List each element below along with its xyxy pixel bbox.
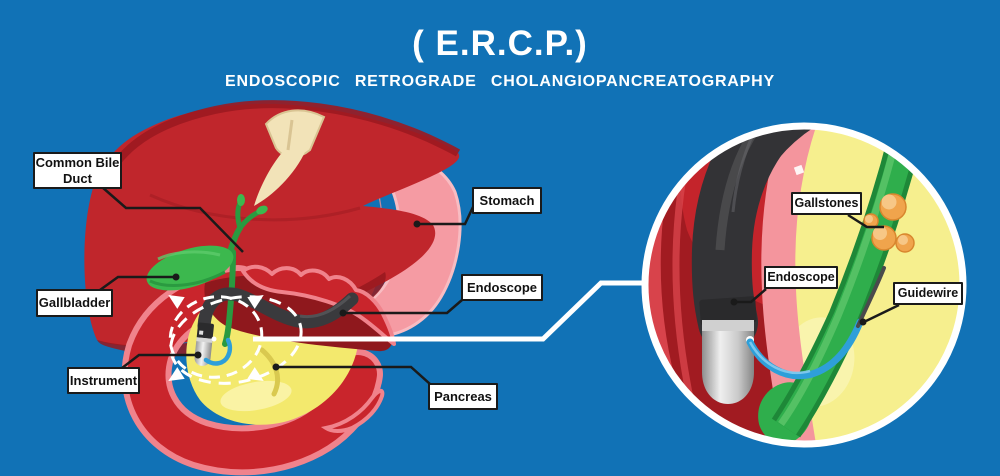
arrow-se-icon — [247, 367, 264, 381]
connector-instrument — [121, 353, 198, 369]
label-guidewire: Guidewire — [893, 282, 963, 305]
page-subtitle: ENDOSCOPIC RETROGRADE CHOLANGIOPANCREATO… — [225, 73, 775, 90]
connector-endoscope-inset — [734, 288, 767, 304]
biliary-system — [146, 194, 268, 347]
connector-dots — [172, 220, 867, 371]
focus-highlight — [168, 295, 303, 385]
connector-guidewire — [865, 303, 900, 323]
falciform-ligament — [254, 109, 326, 206]
duodenum — [121, 265, 385, 476]
label-endoscope-inset: Endoscope — [764, 266, 838, 289]
focus-arrows — [168, 295, 264, 381]
connector-stomach — [417, 206, 475, 226]
inset-scope-tip — [702, 320, 754, 404]
gallbladder — [146, 245, 234, 291]
glint-dot — [211, 336, 217, 342]
inset-connector-line — [253, 280, 649, 342]
connector-pancreas — [276, 365, 431, 385]
connector-endoscope — [343, 299, 463, 315]
arrow-ne-icon — [247, 295, 264, 309]
label-common-bile-duct: Common Bile Duct — [33, 152, 122, 189]
arrow-nw-icon — [168, 295, 185, 309]
dashed-circle-inner — [168, 295, 264, 379]
label-instrument: Instrument — [67, 367, 140, 394]
label-pancreas: Pancreas — [428, 383, 498, 410]
label-gallstones: Gallstones — [791, 192, 862, 215]
connector-common-bile-duct — [101, 186, 244, 253]
inset-bile-duct — [758, 133, 922, 443]
dashed-circle-outer — [169, 295, 303, 385]
duodenum-tail — [320, 389, 385, 433]
page-title: ( E.R.C.P.) — [412, 24, 588, 63]
connector-gallbladder — [99, 275, 176, 292]
label-gallbladder: Gallbladder — [36, 289, 113, 317]
inset-ring — [641, 122, 967, 448]
inset-circle — [641, 122, 967, 448]
arrow-sw-icon — [168, 367, 185, 381]
catheter-left — [203, 337, 233, 366]
connector-gallstones — [847, 213, 884, 229]
label-endoscope: Endoscope — [461, 274, 543, 301]
label-connectors — [99, 186, 900, 385]
label-stomach: Stomach — [472, 187, 542, 214]
inset-gallstones — [863, 193, 915, 253]
